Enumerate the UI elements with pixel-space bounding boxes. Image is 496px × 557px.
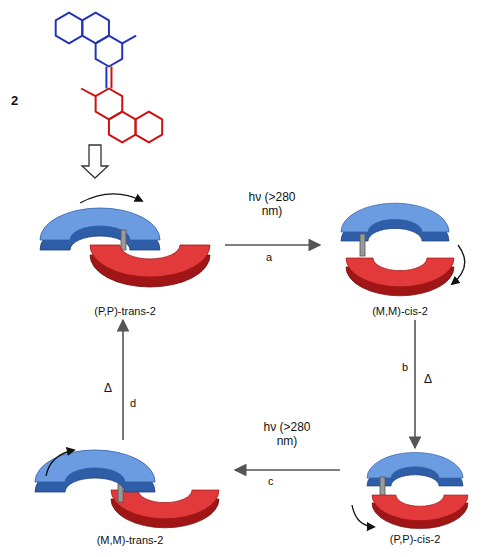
rotor-illustration [40, 194, 210, 287]
rotor-illustration [341, 203, 465, 296]
state-label: (M,M)-trans-2 [25, 534, 235, 547]
state-node: (M,M)-cis-2 [320, 165, 480, 320]
reaction-arrow [225, 244, 320, 246]
picture-space [340, 448, 490, 533]
molecule-structure [56, 13, 162, 143]
picture-space [25, 440, 235, 534]
reaction-arrow [414, 320, 416, 448]
step-letter: b [402, 360, 408, 374]
picture-space [320, 165, 480, 305]
state-label: (P,P)-trans-2 [25, 305, 225, 318]
condition-label: Δ [101, 381, 115, 395]
reaction-arrow [122, 320, 124, 440]
state-node: (M,M)-trans-2 [25, 440, 235, 549]
condition-label: hν (>280 nm) [241, 190, 303, 218]
reaction-arrow [235, 469, 340, 471]
step-letter: a [266, 250, 272, 264]
rotor-illustration [35, 450, 219, 528]
hollow-arrow [82, 145, 108, 178]
picture-space [25, 180, 225, 305]
step-letter: c [268, 474, 274, 488]
state-label: (P,P)-cis-2 [340, 533, 490, 546]
rotor-illustration [352, 452, 468, 528]
condition-label: hν (>280 nm) [256, 420, 318, 448]
state-node: (P,P)-trans-2 [25, 180, 225, 320]
state-node: (P,P)-cis-2 [340, 448, 490, 548]
state-label: (M,M)-cis-2 [320, 305, 480, 318]
condition-label: Δ [421, 372, 435, 386]
step-letter: d [130, 396, 136, 410]
compound-number: 2 [11, 94, 18, 107]
molecule-node: 2 [5, 2, 190, 142]
